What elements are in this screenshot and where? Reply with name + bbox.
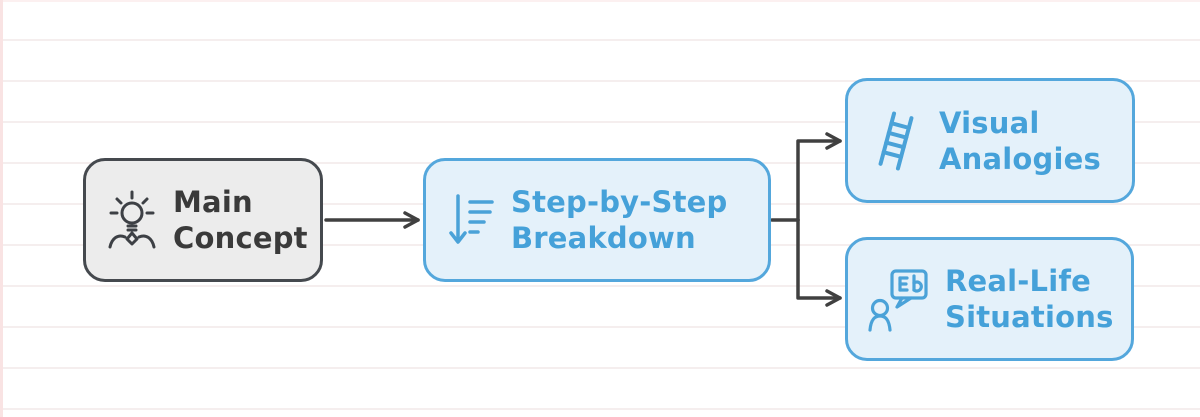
node-step-by-step-breakdown[interactable]: Step-by-Step Breakdown xyxy=(423,158,771,282)
sort-descending-list-icon xyxy=(449,194,494,244)
node-label: Visual Analogies xyxy=(939,105,1101,177)
label-line-1: Step-by-Step xyxy=(511,185,728,219)
label-line-2: Analogies xyxy=(939,141,1101,176)
node-label: Step-by-Step Breakdown xyxy=(511,184,728,256)
page-top-edge xyxy=(0,0,1200,2)
label-line-2: Concept xyxy=(173,221,308,255)
node-label: Real-Life Situations xyxy=(945,263,1114,335)
person-speech-bubble-icon xyxy=(868,269,928,332)
node-visual-analogies[interactable]: Visual Analogies xyxy=(845,78,1135,203)
idea-lightbulb-hands-icon xyxy=(108,190,156,249)
label-line-2: Breakdown xyxy=(511,221,696,255)
arrow-step-to-real-life xyxy=(796,218,842,307)
ladder-icon xyxy=(878,111,914,170)
label-line-1: Real-Life xyxy=(945,264,1092,298)
node-label: Main Concept xyxy=(173,184,308,256)
arrow-step-to-visual xyxy=(796,132,842,222)
label-line-1: Main xyxy=(173,185,253,219)
label-line-2: Situations xyxy=(945,300,1114,334)
node-real-life-situations[interactable]: Real-Life Situations xyxy=(845,237,1134,361)
label-line-1: Visual xyxy=(939,105,1040,140)
page-left-edge xyxy=(0,0,3,417)
node-main-concept[interactable]: Main Concept xyxy=(83,158,323,282)
